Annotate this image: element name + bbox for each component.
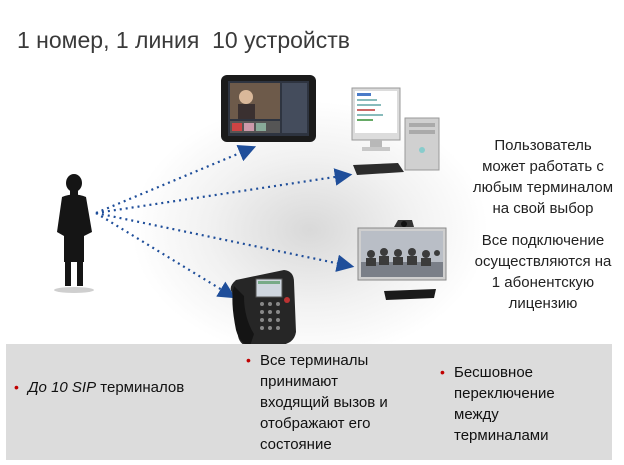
bullet-sip-terminals: • До 10 SIP терминалов — [14, 377, 184, 398]
arrow-to-video — [95, 211, 355, 272]
tablet-device-icon — [221, 75, 316, 142]
text-line: Все подключение — [481, 232, 605, 249]
text-line: переключение — [454, 385, 555, 402]
bottom-band — [6, 344, 612, 460]
video-conference-icon — [357, 220, 447, 300]
connection-arrows — [95, 144, 355, 299]
text-line: Все терминалы — [260, 352, 369, 369]
text-line: отображают его — [260, 415, 371, 432]
text-line: 1 абонентскую — [491, 274, 595, 291]
bullet-seamless-switch: • Бесшовное переключение между терминала… — [440, 362, 600, 446]
bullet-text: Все терминалы принимают входящий вызов и… — [260, 350, 388, 455]
text-line: лицензию — [508, 295, 578, 312]
description-user-choice: Пользователь может работать с любым терм… — [453, 135, 624, 219]
bullet-dot: • — [14, 379, 19, 395]
text-line: Бесшовное — [454, 364, 533, 381]
text-line: на свой выбор — [492, 200, 594, 217]
text-line: терминалами — [454, 427, 549, 444]
text-line: входящий вызов и — [260, 394, 388, 411]
ip-desk-phone-icon — [230, 270, 296, 348]
bullet-italic: До 10 SIP — [28, 379, 97, 396]
text-line: осуществляются на — [474, 253, 612, 270]
arrow-to-desktop — [95, 168, 353, 215]
text-line: Пользователь — [494, 137, 592, 154]
description-license: Все подключение осуществляются на 1 абон… — [453, 230, 624, 314]
bullet-rest: терминалов — [96, 379, 185, 396]
text-line: состояние — [260, 436, 332, 453]
arrow-to-tablet — [95, 144, 257, 215]
bullet-dot: • — [440, 364, 445, 380]
page-title: 1 номер, 1 линия 10 устройств — [17, 27, 351, 53]
arrow-to-phone — [95, 212, 236, 299]
text-line: может работать с — [482, 158, 604, 175]
text-line: между — [454, 406, 499, 423]
desktop-computer-icon — [351, 87, 440, 175]
text-line: принимают — [260, 373, 338, 390]
bullet-dot: • — [246, 352, 251, 368]
bullet-text: Бесшовное переключение между терминалами — [454, 362, 555, 446]
bullet-incoming-calls: • Все терминалы принимают входящий вызов… — [246, 350, 416, 455]
text-line: любым терминалом — [472, 179, 614, 196]
bullet-text: До 10 SIP терминалов — [28, 377, 184, 398]
person-silhouette-icon — [54, 174, 94, 293]
